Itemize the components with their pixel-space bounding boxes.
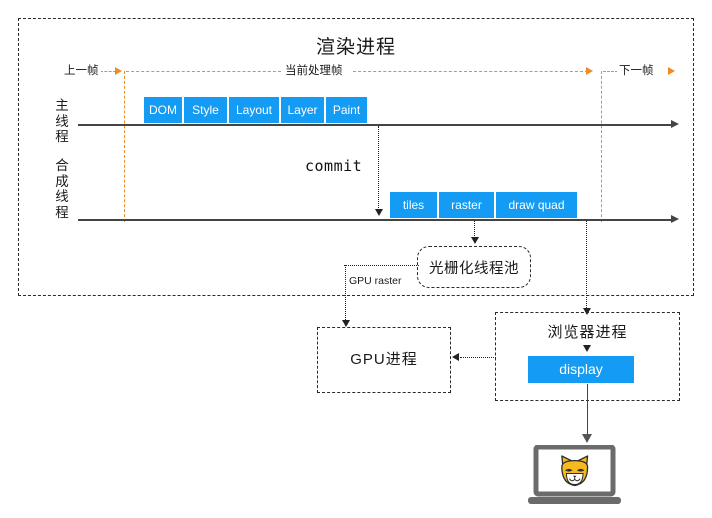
next-frame-connector bbox=[603, 71, 618, 72]
current-frame-arrowhead bbox=[586, 67, 593, 75]
browser-display-arrowhead bbox=[583, 345, 591, 352]
main-stage-style: Style bbox=[184, 97, 227, 123]
main-thread-axis-arrowhead bbox=[671, 120, 679, 128]
browser-to-gpu-line bbox=[460, 357, 496, 358]
main-stage-layer: Layer bbox=[281, 97, 324, 123]
raster-to-pool-connector bbox=[474, 221, 475, 240]
main-stage-layout: Layout bbox=[229, 97, 279, 123]
gpu-raster-line-h bbox=[344, 265, 419, 266]
draw-quad-to-browser-arrowhead bbox=[583, 308, 591, 315]
gpu-raster-line-v bbox=[345, 265, 346, 326]
raster-to-pool-arrowhead bbox=[471, 237, 479, 244]
display-chip: display bbox=[528, 356, 634, 383]
current-frame-line-left bbox=[126, 71, 281, 72]
gpu-raster-label: GPU raster bbox=[349, 275, 402, 287]
commit-connector bbox=[378, 126, 379, 212]
compositor-stage-raster: raster bbox=[439, 192, 494, 218]
main-stage-dom: DOM bbox=[144, 97, 182, 123]
browser-process-label: 浏览器进程 bbox=[547, 324, 628, 341]
prev-frame-connector bbox=[100, 71, 116, 72]
main-stage-paint: Paint bbox=[326, 97, 367, 123]
next-frame-arrowhead bbox=[668, 67, 675, 75]
next-frame-label: 下一帧 bbox=[617, 62, 656, 78]
compositor-thread-axis-arrowhead bbox=[671, 215, 679, 223]
compositor-stage-draw-quad: draw quad bbox=[496, 192, 577, 218]
commit-arrowhead bbox=[375, 209, 383, 216]
compositor-thread-axis bbox=[78, 219, 672, 221]
prev-frame-label: 上一帧 bbox=[62, 62, 101, 78]
current-frame-label: 当前处理帧 bbox=[283, 62, 345, 78]
raster-thread-pool-label: 光栅化线程池 bbox=[429, 260, 519, 277]
gpu-process-box: GPU进程 bbox=[317, 327, 451, 393]
next-frame-divider bbox=[601, 71, 602, 222]
gpu-raster-arrowhead bbox=[342, 320, 350, 327]
page-title: 渲染进程 bbox=[315, 37, 396, 58]
compositor-stage-tiles: tiles bbox=[390, 192, 437, 218]
gpu-process-label: GPU进程 bbox=[350, 351, 418, 368]
prev-frame-arrowhead bbox=[115, 67, 122, 75]
laptop-icon bbox=[528, 445, 621, 504]
current-frame-line-right bbox=[353, 71, 588, 72]
browser-to-gpu-arrowhead bbox=[452, 353, 459, 361]
draw-quad-to-browser-connector bbox=[586, 221, 587, 314]
compositor-thread-label: 合成线程 bbox=[55, 158, 69, 220]
main-thread-label: 主线程 bbox=[55, 98, 69, 144]
renderer-process-container bbox=[18, 18, 694, 296]
prev-frame-divider bbox=[124, 71, 125, 222]
shiba-face-icon bbox=[561, 455, 589, 487]
main-thread-axis bbox=[78, 124, 672, 126]
raster-thread-pool-box: 光栅化线程池 bbox=[417, 246, 531, 288]
commit-label: commit bbox=[305, 157, 363, 175]
display-to-screen-arrowhead bbox=[582, 434, 592, 443]
display-to-screen-line bbox=[587, 384, 588, 439]
